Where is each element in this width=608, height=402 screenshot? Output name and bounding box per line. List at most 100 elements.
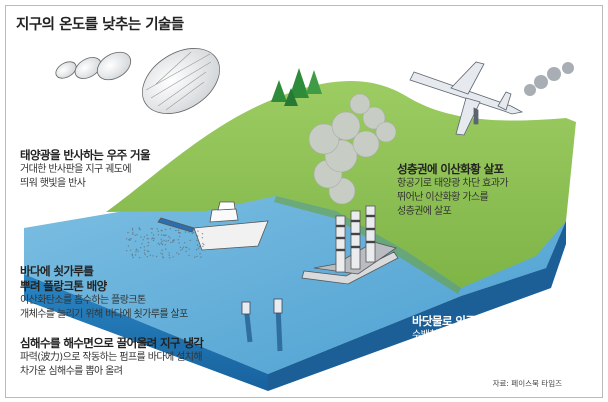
dust-particle <box>199 253 201 255</box>
illustration <box>24 48 576 391</box>
dust-particle <box>160 242 162 244</box>
dust-particle <box>194 256 196 258</box>
dust-particle <box>132 232 134 234</box>
dust-particle <box>163 234 165 236</box>
diagram-frame: 지구의 온도를 낮추는 기술들 태양광을 반사하는 우주 거울 거대한 반사판을… <box>5 5 603 398</box>
label-iron-plankton: 바다에 쇳가루를 뿌려 플랑크톤 배양 이산화탄소를 흡수하는 플랑크톤 개체수… <box>20 264 188 322</box>
dust-particle <box>175 229 177 232</box>
label-line: 거대한 반사판을 지구 궤도에 <box>20 164 132 175</box>
dust-particle <box>161 234 163 236</box>
dust-particle <box>128 239 130 241</box>
dust-particle <box>193 228 195 230</box>
dust-particle <box>152 255 154 257</box>
dust-particle <box>188 254 190 257</box>
dust-particle <box>143 246 146 248</box>
label-heading: 태양광을 반사하는 우주 거울 <box>20 148 151 162</box>
dust-particle <box>185 246 187 248</box>
label-line: 해수로 수증기를 뿜어 햇빛 차단 <box>412 344 535 355</box>
dust-particle <box>131 227 134 230</box>
dust-particle <box>158 243 161 246</box>
dust-particle <box>131 253 133 256</box>
dust-particle <box>196 255 198 258</box>
dust-particle <box>201 237 204 239</box>
dust-particle <box>181 248 184 250</box>
dust-particle <box>152 234 155 236</box>
dust-particle <box>134 234 136 236</box>
dust-particle <box>157 234 160 236</box>
dust-particle <box>134 254 137 256</box>
dust-particle <box>184 231 187 233</box>
label-artificial-cloud: 바닷물로 인공 구름 생성 수백척의 배가 바다를 순회하면서 해수로 수증기를… <box>412 314 541 357</box>
ship <box>157 201 269 251</box>
dust-particle <box>164 244 166 246</box>
dust-particle <box>169 228 172 230</box>
dust-particle <box>130 249 132 251</box>
dust-particle <box>197 247 200 249</box>
dust-particle <box>169 237 171 239</box>
dust-particle <box>146 250 149 252</box>
dust-particle <box>189 239 191 242</box>
dust-particle <box>191 232 194 235</box>
dust-particle <box>127 245 130 247</box>
dust-particle <box>179 232 181 234</box>
dust-particle <box>135 248 138 250</box>
dust-particle <box>164 234 166 237</box>
dust-particle <box>197 230 199 232</box>
dust-particle <box>165 240 167 242</box>
dust-particle <box>162 257 165 259</box>
dust-particle <box>161 249 163 251</box>
dust-particle <box>135 251 137 253</box>
dust-particle <box>192 231 195 234</box>
dust-particle <box>167 239 169 242</box>
dust-particle <box>203 243 205 246</box>
dust-particle <box>147 241 150 244</box>
dust-particle <box>201 233 204 235</box>
dust-particle <box>138 227 140 229</box>
label-heading: 바다에 쇳가루를 <box>20 264 94 278</box>
dust-particle <box>147 237 149 240</box>
dust-particle <box>129 238 131 240</box>
dust-particle <box>180 249 182 251</box>
dust-particle <box>151 228 154 230</box>
dust-particle <box>161 253 164 255</box>
label-line: 차가운 심해수를 뽑아 올려 <box>20 366 123 377</box>
dust-particle <box>149 254 152 256</box>
dust-particle <box>151 232 153 234</box>
label-line: 성층권에 살포 <box>397 206 452 217</box>
dust-particle <box>155 255 158 258</box>
dust-particle <box>147 244 149 247</box>
dust-particle <box>143 249 146 251</box>
space-mirrors <box>55 48 220 114</box>
sea-side-face <box>268 221 566 391</box>
dust-particle <box>138 228 141 230</box>
dust-particle <box>125 238 128 240</box>
dust-particle <box>168 235 170 238</box>
trees <box>271 68 322 106</box>
dust-particle <box>177 229 180 231</box>
dust-particle <box>137 250 139 252</box>
dust-particle <box>135 240 137 242</box>
dust-particle <box>146 256 148 258</box>
dust-particle <box>198 245 201 248</box>
label-line: 파력(波力)으로 작동하는 펌프를 바다에 설치해 <box>20 352 203 363</box>
dust-particle <box>161 243 164 246</box>
label-line: 뛰어난 이산화황 가스를 <box>397 192 489 203</box>
label-line: 개체수를 늘리기 위해 바다에 쇳가루를 살포 <box>20 309 188 320</box>
dust-particle <box>160 238 162 240</box>
dust-particle <box>152 237 154 239</box>
dust-particle <box>176 252 178 254</box>
dust-particle <box>200 256 202 258</box>
dust-particle <box>163 239 165 242</box>
dust-particle <box>138 256 141 259</box>
dust-particle <box>150 227 152 230</box>
label-line: 항공기로 태양광 차단 효과가 <box>397 178 509 189</box>
dust-particle <box>132 257 134 259</box>
dust-particle <box>144 253 146 256</box>
dust-particle <box>197 235 199 237</box>
dust-particle <box>177 239 179 241</box>
label-space-mirror: 태양광을 반사하는 우주 거울 거대한 반사판을 지구 궤도에 띄워 햇빛을 반… <box>20 148 151 191</box>
dust-particle <box>129 239 131 242</box>
dust-particle <box>157 242 159 244</box>
dust-particle <box>185 250 187 253</box>
dust-particle <box>182 246 185 248</box>
